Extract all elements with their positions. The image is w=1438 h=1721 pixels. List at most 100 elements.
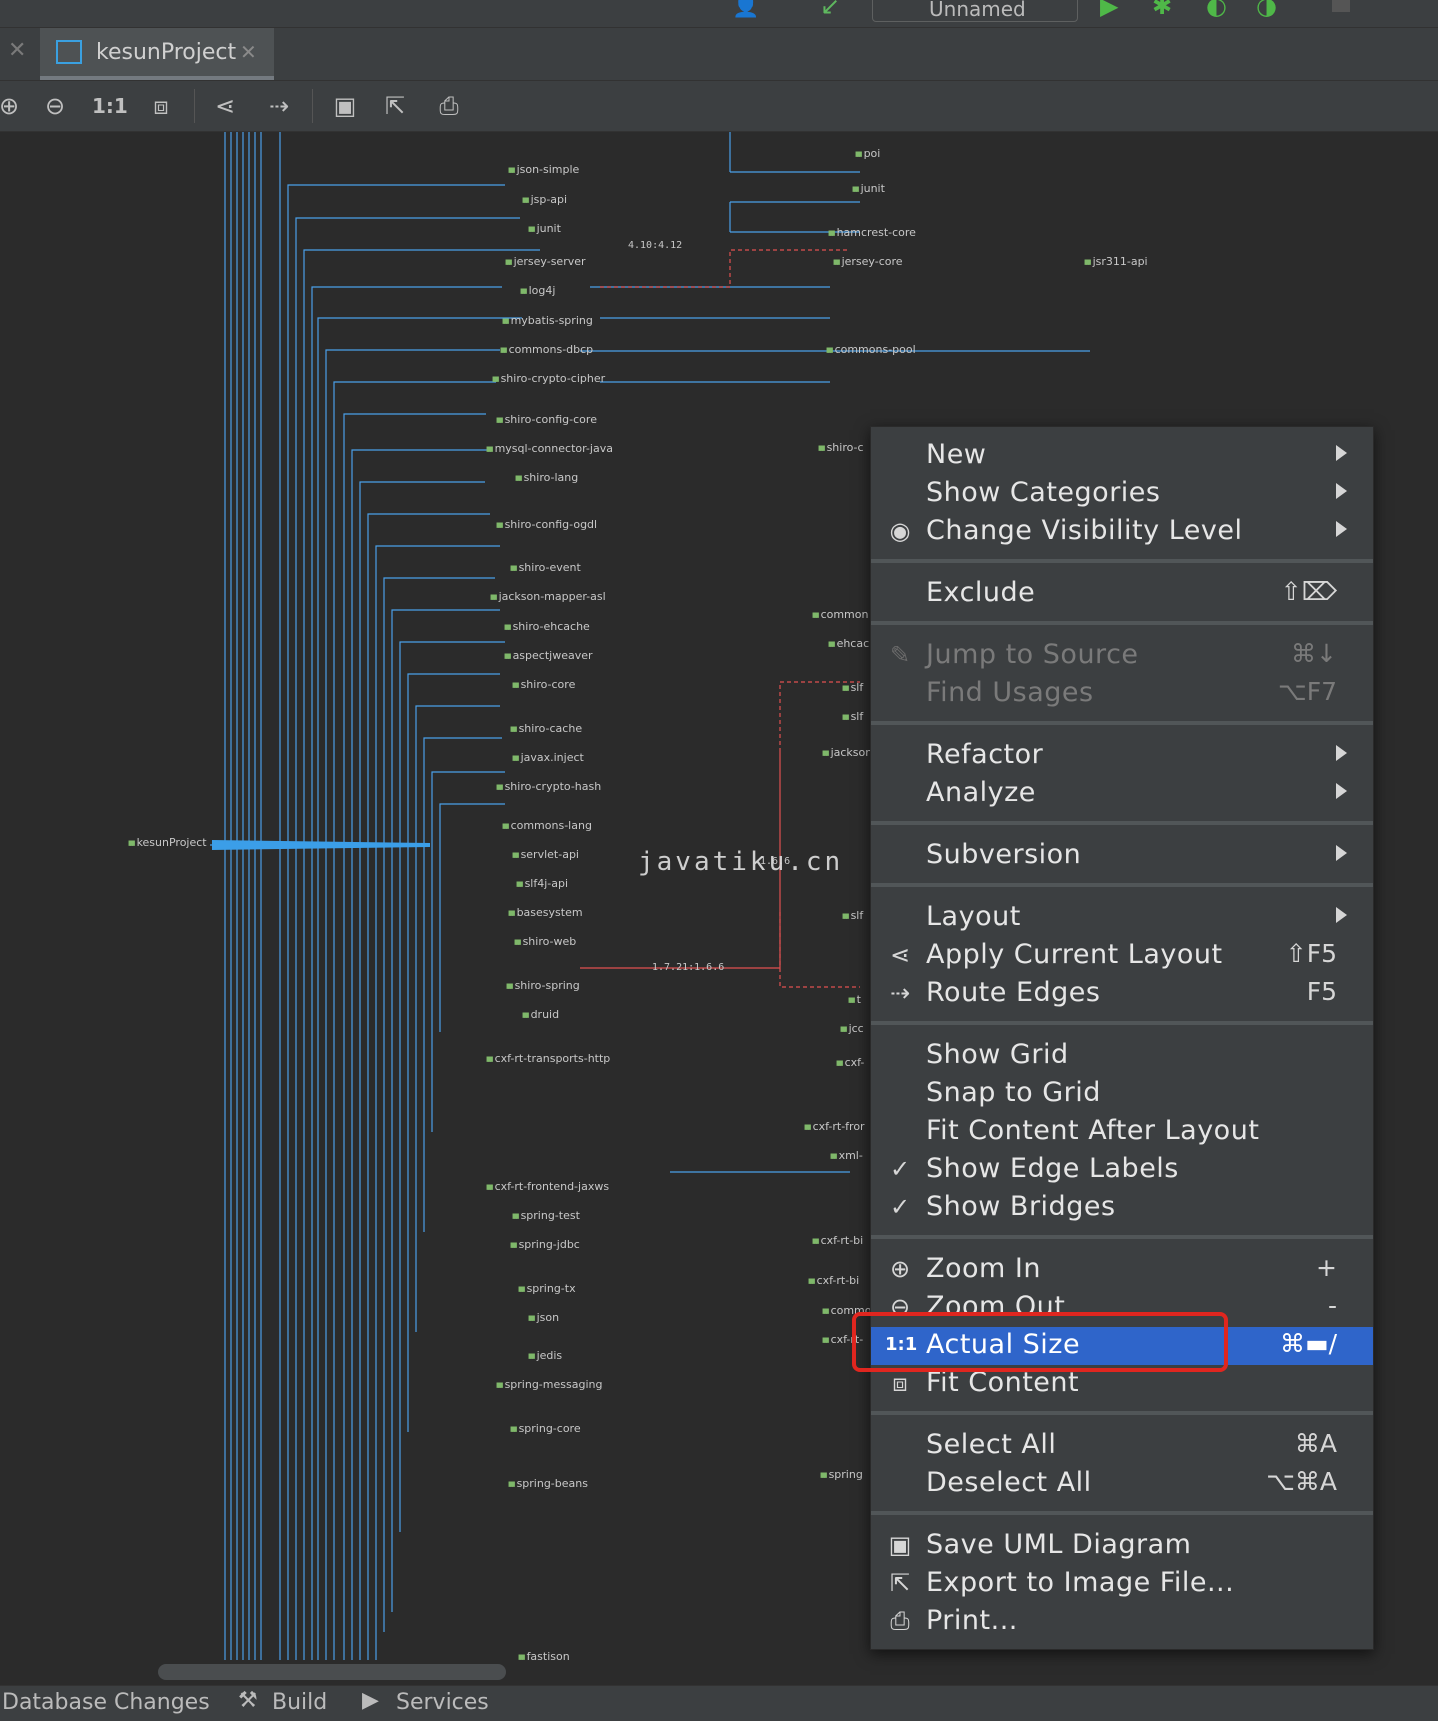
route-edges-icon[interactable]: ⇢	[268, 92, 290, 120]
menu-item-deselect-all[interactable]: Deselect All ⌥⌘A	[926, 1467, 1337, 1498]
debug-icon[interactable]: ✱	[1152, 0, 1173, 20]
dependency-node[interactable]: junit	[528, 222, 561, 235]
dependency-node[interactable]: json	[528, 1311, 560, 1324]
dependency-node[interactable]: mybatis-spring	[502, 314, 593, 327]
dependency-node[interactable]: ehcac	[828, 637, 870, 650]
dependency-node[interactable]: spring-core	[510, 1422, 581, 1435]
dependency-node[interactable]: slf	[842, 710, 864, 723]
dependency-node[interactable]: spring-jdbc	[510, 1238, 580, 1251]
dependency-node[interactable]: shiro-web	[514, 935, 577, 948]
horizontal-scrollbar[interactable]	[158, 1664, 506, 1680]
dependency-node[interactable]: cxf-rt-bi	[808, 1274, 860, 1287]
dependency-node[interactable]: slf4j-api	[516, 877, 568, 890]
close-previous-tab-icon[interactable]: ✕	[8, 38, 27, 63]
menu-item-zoom-in[interactable]: ⊕ Zoom In +	[871, 1251, 1373, 1289]
menu-item-snap-to-grid[interactable]: Snap to Grid	[926, 1077, 1101, 1108]
dependency-node[interactable]: slf	[842, 681, 864, 694]
dependency-node[interactable]: json-simple	[508, 163, 580, 176]
menu-item-show-bridges[interactable]: ✓ Show Bridges	[871, 1189, 1373, 1227]
dependency-node[interactable]: t	[848, 993, 861, 1006]
dependency-node[interactable]: xml-apis	[1090, 132, 1146, 133]
menu-item-print[interactable]: ⎙ Print...	[871, 1603, 1373, 1641]
dependency-node[interactable]: cxf-rt-bi	[812, 1234, 864, 1247]
dependency-node[interactable]: jersey-core	[833, 255, 903, 268]
menu-item-actual-size[interactable]: 1:1 Actual Size ⌘▬/	[871, 1327, 1373, 1365]
dependency-node[interactable]: cxf-rt-frontend-jaxws	[486, 1180, 610, 1193]
dependency-node[interactable]: fastjson	[518, 1650, 570, 1660]
menu-item-apply-current-layout[interactable]: ⋖ Apply Current Layout ⇧F5	[871, 937, 1373, 975]
menu-item-jump-to-source[interactable]: ✎ Jump to Source ⌘↓	[871, 637, 1373, 675]
menu-item-export-to-image-file[interactable]: ⇱ Export to Image File...	[871, 1565, 1373, 1603]
apply-layout-icon[interactable]: ⋖	[214, 92, 236, 120]
run-icon[interactable]: ▶	[1100, 0, 1119, 20]
dependency-node[interactable]: jackson	[822, 746, 873, 759]
services-tab[interactable]: Services	[396, 1690, 489, 1715]
menu-item-fit-content-after-layout[interactable]: Fit Content After Layout	[926, 1115, 1260, 1146]
dependency-node[interactable]: shiro-event	[510, 561, 581, 574]
menu-item-refactor[interactable]: Refactor	[871, 737, 1373, 775]
dependency-node[interactable]: poi	[855, 147, 881, 160]
menu-item-subversion[interactable]: Subversion	[871, 837, 1373, 875]
dependency-node[interactable]: spring	[820, 1468, 863, 1481]
stop-icon[interactable]	[1332, 0, 1350, 12]
user-icon[interactable]: 👤	[732, 0, 760, 19]
print-icon[interactable]: ⎙	[439, 92, 459, 120]
menu-item-new[interactable]: New	[871, 437, 1373, 475]
dependency-node[interactable]: cxf-rt-transports-http	[486, 1052, 611, 1065]
menu-item-route-edges[interactable]: ⇢ Route Edges F5	[871, 975, 1373, 1013]
dependency-node[interactable]: cxf-	[836, 1056, 865, 1069]
dependency-node[interactable]: cxf-rt-fror	[804, 1120, 865, 1133]
dependency-node[interactable]: basesystem	[508, 906, 583, 919]
menu-item-layout[interactable]: Layout	[871, 899, 1373, 937]
dependency-node[interactable]: jedis	[528, 1349, 563, 1362]
dependency-node[interactable]: shiro-config-ogdl	[496, 518, 598, 531]
dependency-node[interactable]: commons-pool	[826, 343, 916, 356]
menu-item-show-edge-labels[interactable]: ✓ Show Edge Labels	[871, 1151, 1373, 1189]
menu-item-exclude[interactable]: Exclude ⇧⌦	[926, 577, 1337, 608]
dependency-node[interactable]: shiro-crypto-cipher	[492, 372, 606, 385]
dependency-node[interactable]: spring-beans	[508, 1477, 588, 1490]
coverage-icon[interactable]: ◐	[1206, 0, 1227, 20]
dependency-node[interactable]: jackson-mapper-asl	[490, 590, 606, 603]
tab-kesunproject[interactable]: kesunProject ✕	[40, 28, 274, 80]
root-node[interactable]: kesunProject	[128, 836, 207, 849]
dependency-node[interactable]: common	[812, 608, 869, 621]
menu-item-fit-content[interactable]: ⧈ Fit Content	[871, 1365, 1373, 1403]
dependency-node[interactable]: jcc	[840, 1022, 864, 1035]
dependency-node[interactable]: javax.inject	[512, 751, 584, 764]
dependency-node[interactable]: shiro-ehcache	[504, 620, 590, 633]
dependency-node[interactable]: shiro-lang	[515, 471, 579, 484]
dependency-node[interactable]: jsr311-api	[1084, 255, 1148, 268]
zoom-in-icon[interactable]: ⊕	[0, 92, 20, 120]
dependency-node[interactable]: spring-test	[512, 1209, 580, 1222]
save-icon[interactable]: ▣	[333, 92, 357, 120]
menu-item-save-uml-diagram[interactable]: ▣ Save UML Diagram	[871, 1527, 1373, 1565]
menu-item-show-categories[interactable]: Show Categories	[871, 475, 1373, 513]
dependency-node[interactable]: shiro-config-core	[496, 413, 597, 426]
dependency-node[interactable]: jsp-api	[522, 193, 568, 206]
dependency-node[interactable]: slf	[842, 909, 864, 922]
menu-item-select-all[interactable]: Select All ⌘A	[926, 1429, 1337, 1460]
dependency-node[interactable]: mysql-connector-java	[486, 442, 613, 455]
run-configuration-selector[interactable]: Unnamed	[872, 0, 1078, 22]
menu-item-find-usages[interactable]: Find Usages ⌥F7	[926, 677, 1337, 708]
menu-item-show-grid[interactable]: Show Grid	[926, 1039, 1069, 1070]
dependency-node[interactable]: spring-tx	[518, 1282, 576, 1295]
profile-icon[interactable]: ◑	[1256, 0, 1277, 20]
dependency-node[interactable]: druid	[522, 1008, 560, 1021]
zoom-out-icon[interactable]: ⊖	[44, 92, 66, 120]
dependency-node[interactable]: log4j	[520, 284, 556, 297]
close-tab-icon[interactable]: ✕	[240, 40, 257, 64]
dependency-node[interactable]: shiro-core	[512, 678, 576, 691]
dependency-node[interactable]: aspectjweaver	[504, 649, 593, 662]
dependency-node[interactable]: hamcrest-core	[828, 226, 916, 239]
dependency-node[interactable]: shiro-c	[818, 441, 864, 454]
dependency-node[interactable]: commons-lang	[502, 819, 592, 832]
dependency-node[interactable]: dom4j	[842, 132, 885, 133]
dependency-node[interactable]: commons-dbcp	[500, 343, 594, 356]
dependency-node[interactable]: shiro-spring	[506, 979, 580, 992]
fit-content-icon[interactable]: ⧈	[153, 92, 169, 120]
dependency-node[interactable]: servlet-api	[512, 848, 579, 861]
dependency-node[interactable]: shiro-cache	[510, 722, 583, 735]
dependency-node[interactable]: xml-	[830, 1149, 863, 1162]
